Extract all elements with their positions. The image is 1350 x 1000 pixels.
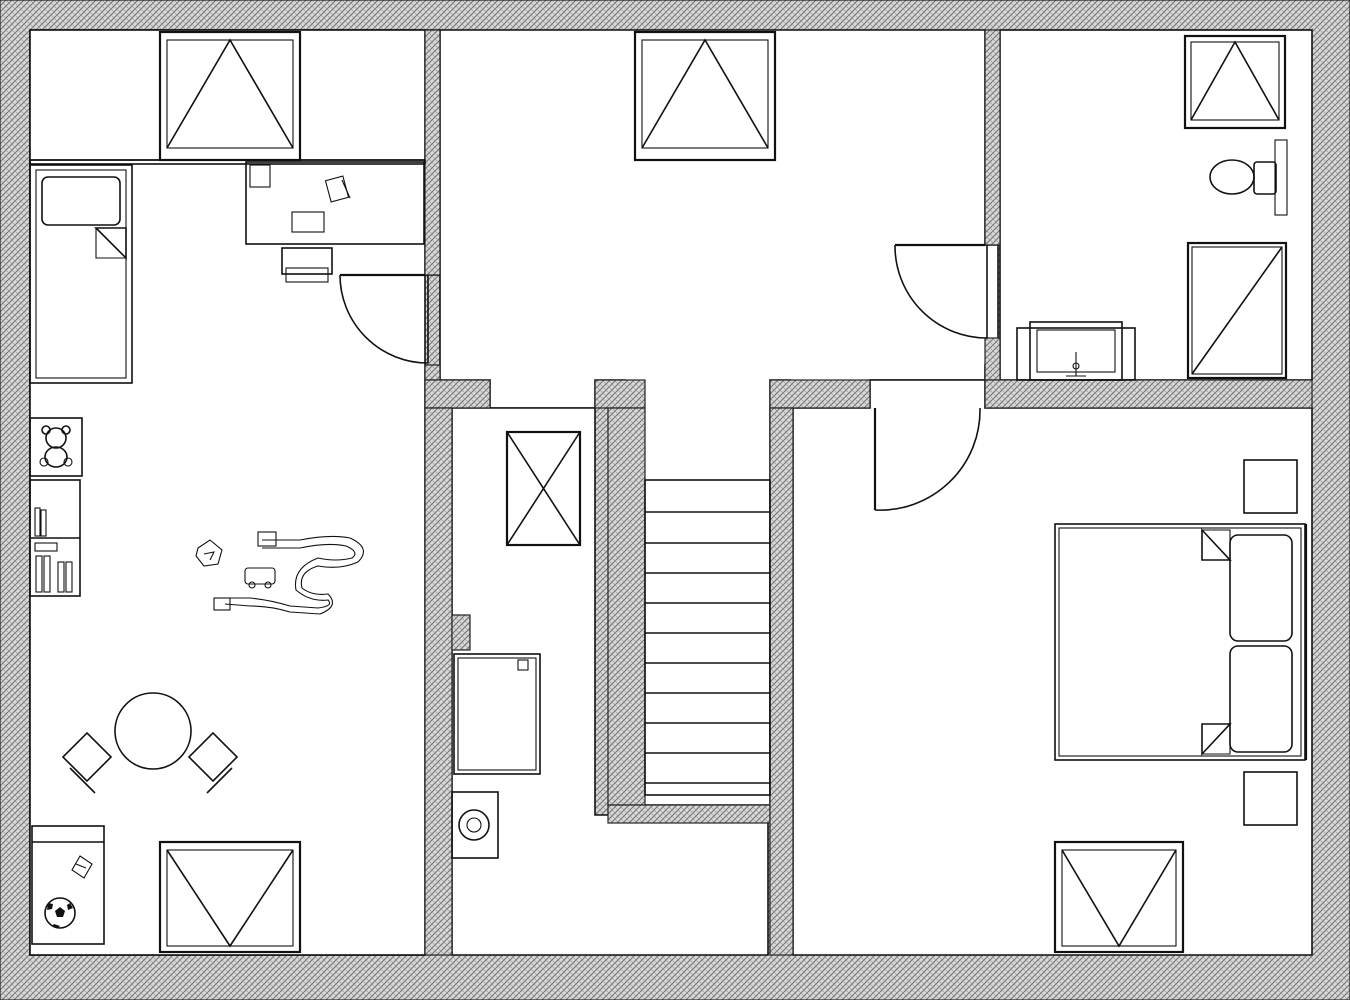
toy-box bbox=[31, 825, 105, 945]
window-bath-top bbox=[1183, 34, 1287, 130]
kids-chair-right bbox=[187, 731, 239, 794]
toy-block bbox=[195, 539, 223, 567]
kids-furniture bbox=[29, 159, 426, 945]
toy-shelf bbox=[29, 417, 83, 597]
cabinet bbox=[453, 653, 541, 775]
kids-bed bbox=[29, 164, 133, 384]
window-kids-bottom bbox=[158, 840, 302, 954]
toy-train-icon bbox=[213, 531, 364, 615]
nightstand-bottom bbox=[1243, 771, 1298, 826]
kids-chair-left bbox=[61, 731, 113, 794]
door-kids bbox=[339, 273, 429, 364]
bedroom-furniture bbox=[1054, 459, 1308, 826]
washing-machine-icon bbox=[451, 791, 499, 859]
doors bbox=[339, 243, 988, 511]
attic-hatch bbox=[505, 430, 582, 547]
desk bbox=[29, 159, 426, 245]
window-hall-top bbox=[633, 30, 777, 162]
double-bed bbox=[1054, 523, 1308, 761]
nightstand-top bbox=[1243, 459, 1298, 514]
desk-chair bbox=[281, 247, 333, 283]
kids-room-floor bbox=[29, 29, 426, 956]
windows bbox=[158, 30, 1287, 954]
kids-table bbox=[114, 692, 192, 770]
bathroom-fixtures bbox=[1016, 139, 1288, 381]
door-bathroom bbox=[894, 243, 988, 339]
storage-items bbox=[451, 430, 582, 859]
sink-icon bbox=[1016, 321, 1136, 381]
bedroom bbox=[792, 379, 1313, 956]
shower bbox=[1186, 241, 1288, 380]
interior-walls bbox=[424, 29, 1313, 956]
window-bed-bottom bbox=[1053, 840, 1185, 954]
soccer-ball-icon bbox=[44, 897, 76, 929]
toilet-icon bbox=[1209, 139, 1288, 216]
stairs bbox=[644, 479, 771, 796]
door-bedroom bbox=[873, 407, 981, 511]
teddy-bear-icon bbox=[39, 425, 73, 468]
